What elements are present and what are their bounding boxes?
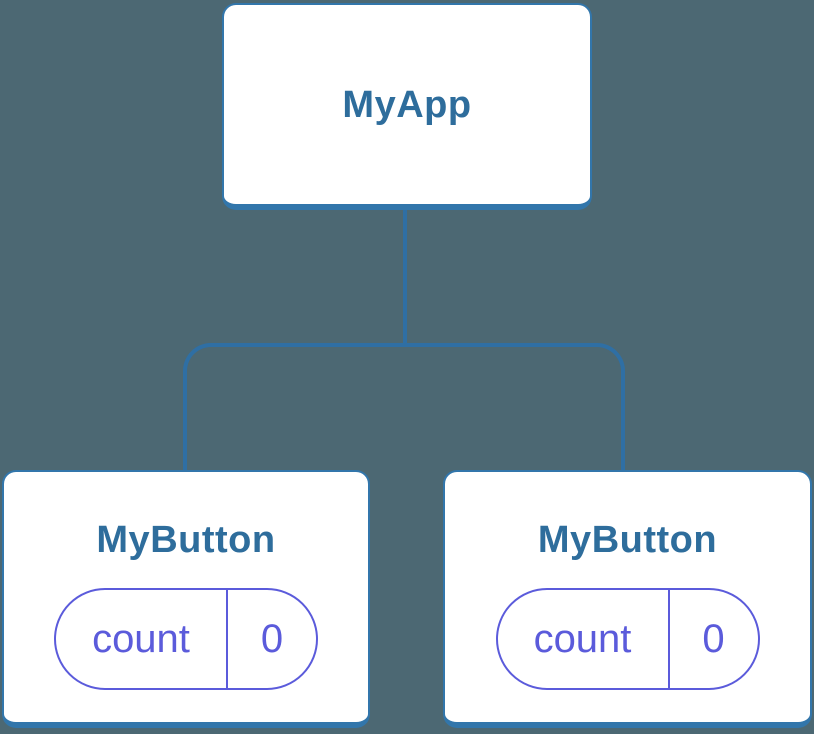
state-key-label: count bbox=[92, 617, 190, 661]
state-value-cell: 0 bbox=[667, 590, 758, 688]
component-node-mybutton-left: MyButton count 0 bbox=[2, 470, 370, 728]
state-key-label: count bbox=[533, 617, 632, 661]
state-key-cell: count bbox=[56, 590, 226, 688]
connector-branch-bracket bbox=[183, 343, 625, 472]
component-title: MyApp bbox=[342, 83, 472, 126]
component-title: MyButton bbox=[96, 519, 276, 561]
state-value: 0 bbox=[702, 617, 725, 661]
state-pill: count 0 bbox=[495, 588, 760, 690]
component-node-myapp: MyApp bbox=[222, 3, 592, 210]
connector-root-stem bbox=[403, 210, 407, 344]
component-title: MyButton bbox=[537, 519, 718, 561]
component-node-mybutton-right: MyButton count 0 bbox=[443, 470, 812, 728]
state-key-cell: count bbox=[498, 590, 668, 688]
state-value: 0 bbox=[260, 617, 284, 661]
state-value-cell: 0 bbox=[226, 590, 316, 688]
state-pill: count 0 bbox=[54, 588, 318, 690]
